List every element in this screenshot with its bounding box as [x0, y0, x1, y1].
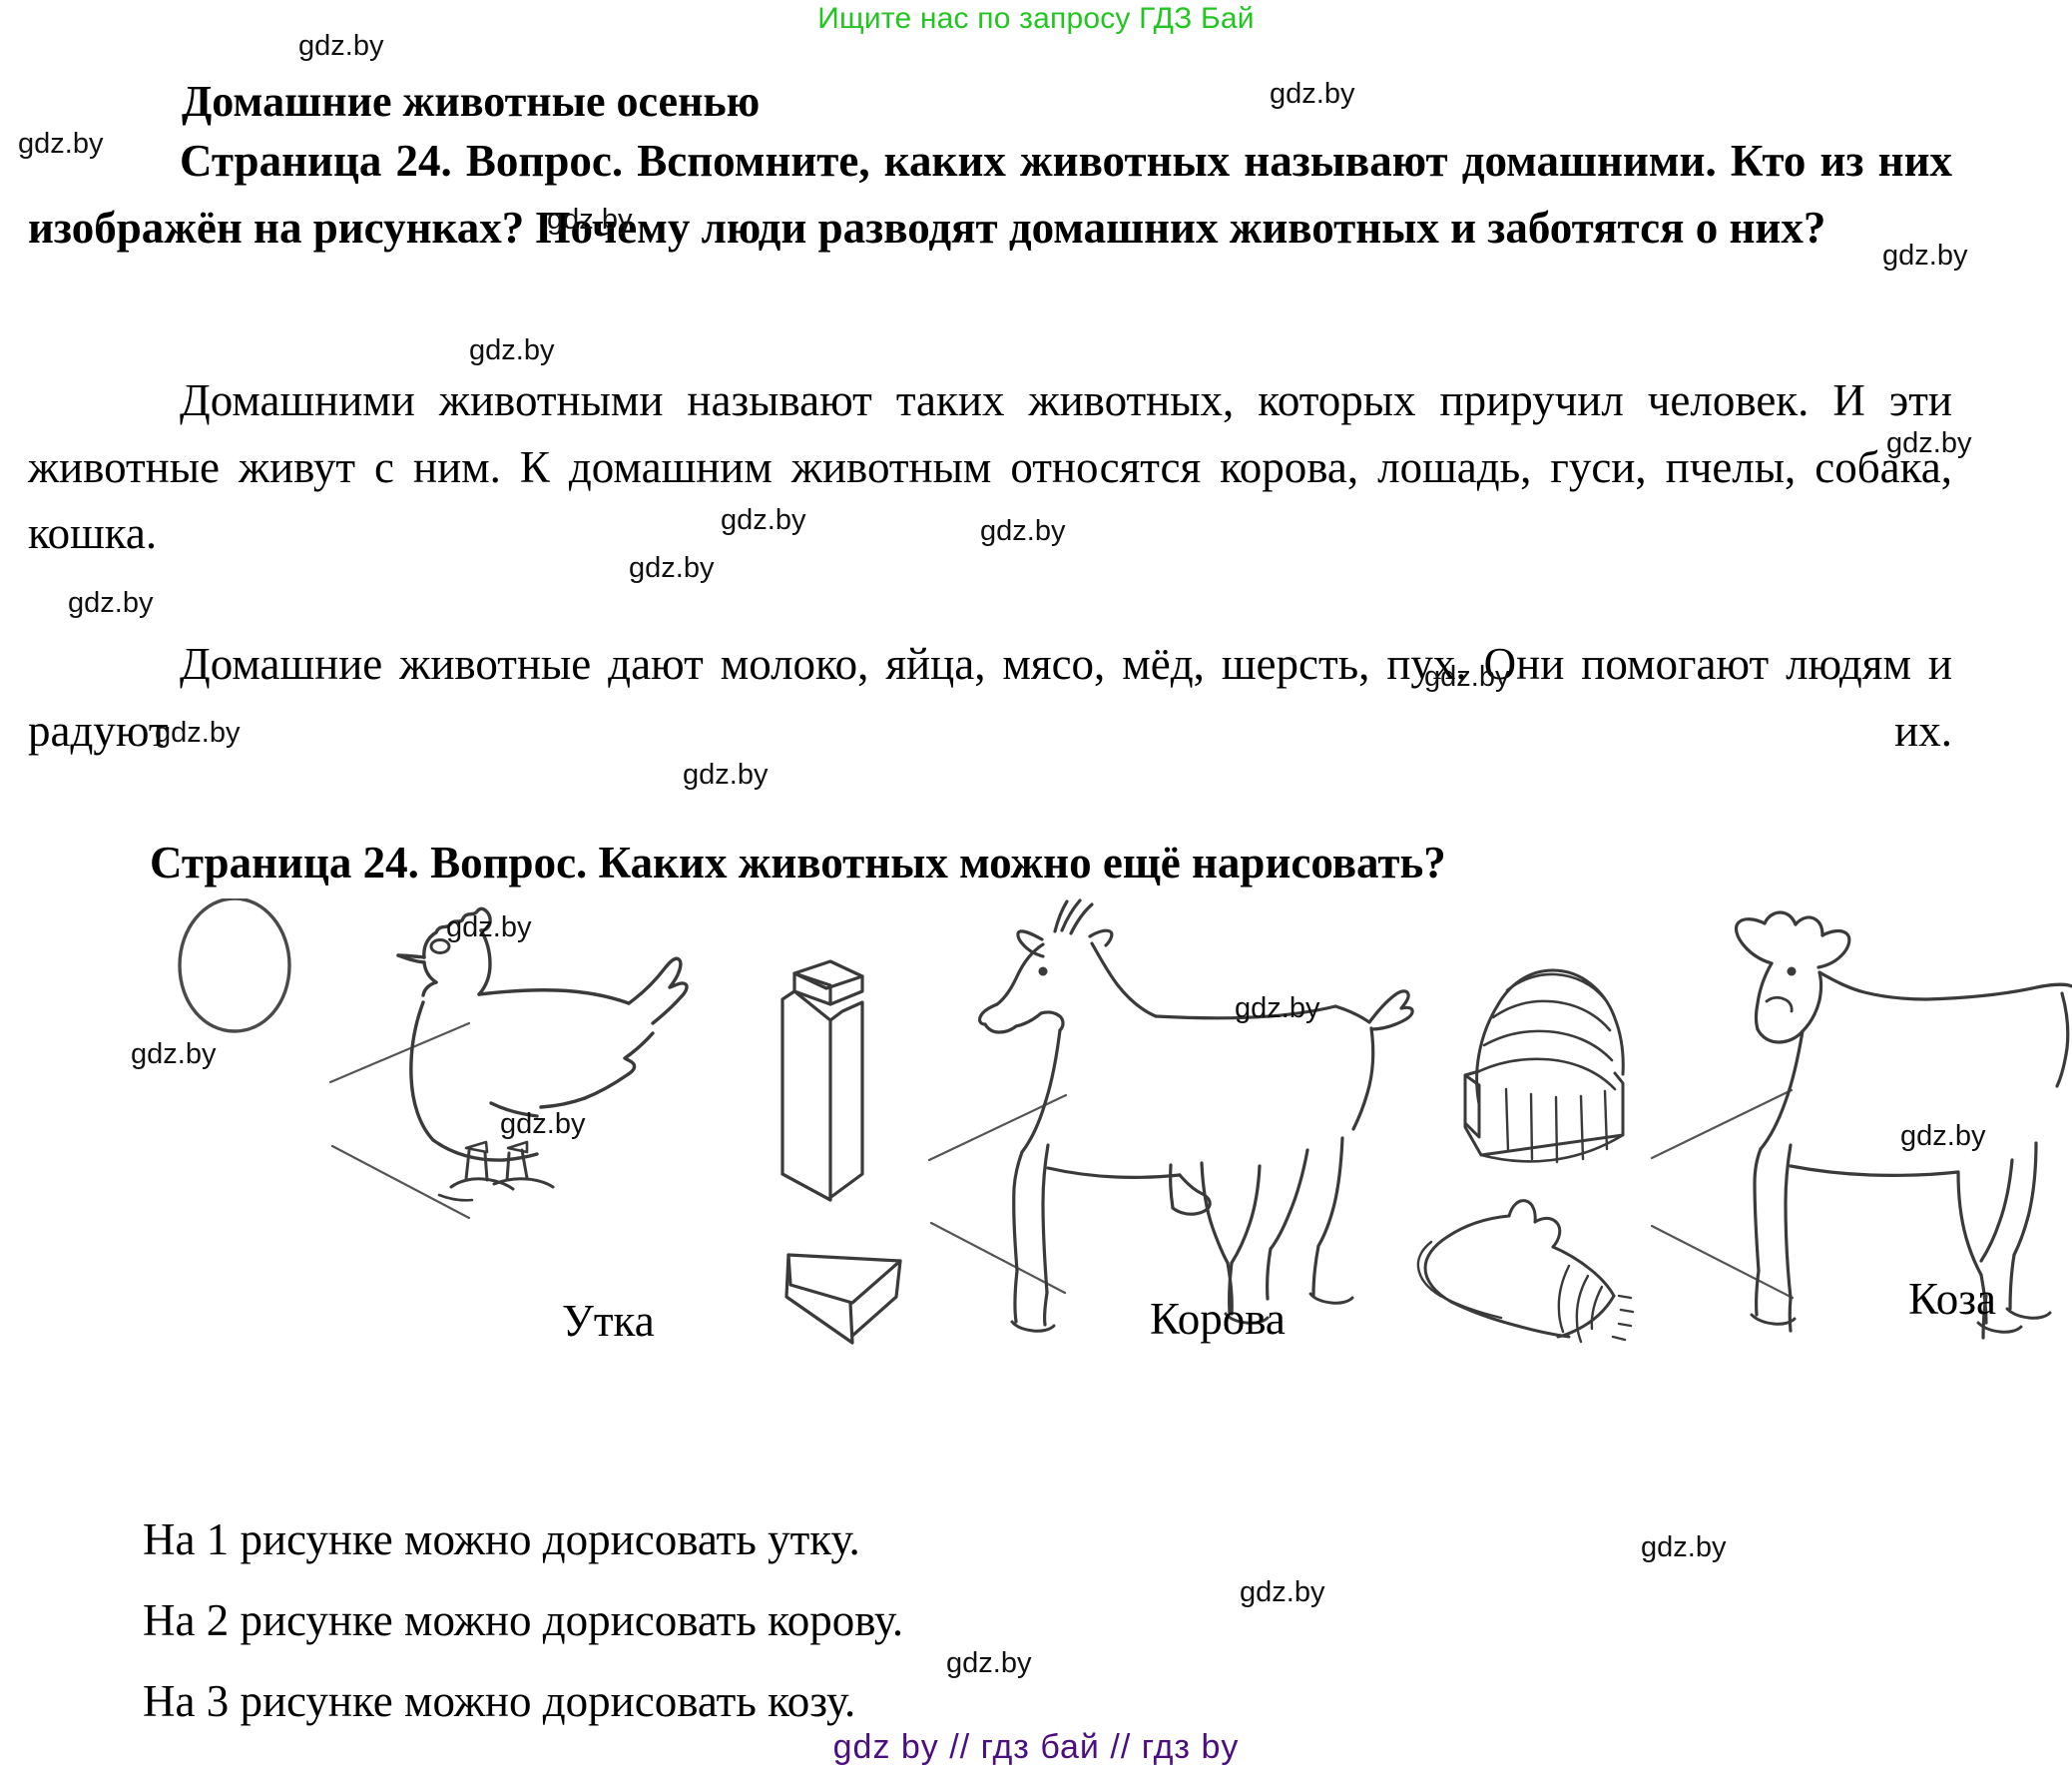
- connector-lines-group-1: [328, 1021, 471, 1220]
- promo-banner: Ищите нас по запросу ГДЗ Бай: [817, 2, 1255, 35]
- goat-icon: [978, 898, 1414, 1333]
- milk-carton-icon: [780, 959, 864, 1202]
- question-heading-2: Страница 24. Вопрос. Каких животных можн…: [150, 838, 1446, 888]
- figure-group-hat-mitten-sheep: [1416, 910, 2072, 1344]
- connector-lines-group-3: [1650, 1088, 1795, 1300]
- page-title: Домашние животные осенью: [182, 77, 761, 126]
- cheese-wedge-icon: [784, 1253, 902, 1345]
- answer-paragraph-2: Домашние животные дают молоко, яйца, мяс…: [28, 639, 1952, 756]
- figure-label-cow: Корова: [1150, 1294, 1286, 1344]
- watermark: gdz.by: [469, 334, 555, 366]
- watermark: gdz.by: [1641, 1531, 1727, 1563]
- answer-line-2: На 2 рисунке можно дорисовать корову.: [143, 1595, 904, 1645]
- watermark: gdz.by: [1240, 1576, 1325, 1608]
- mitten-icon: [1416, 1199, 1635, 1344]
- watermark: gdz.by: [1270, 78, 1355, 110]
- egg-icon: [178, 898, 291, 1033]
- answer-line-3: На 3 рисунке можно дорисовать козу.: [143, 1676, 856, 1726]
- knit-hat-icon: [1463, 968, 1625, 1164]
- question-heading-1: Страница 24. Вопрос. Вспомните, каких жи…: [28, 136, 1952, 253]
- figure-group-egg-hen: [178, 898, 689, 1220]
- hen-icon: [396, 906, 689, 1202]
- sheep-icon: [1734, 910, 2072, 1340]
- figure-group-milk-cheese-goat: [780, 898, 1414, 1345]
- figure-label-duck: Утка: [562, 1296, 655, 1346]
- figure-illustrations: [0, 898, 2072, 1388]
- figure-label-goat: Коза: [1908, 1274, 1997, 1324]
- answer-paragraph-1: Домашними животными называют таких живот…: [28, 375, 1952, 559]
- answer-line-1: На 1 рисунке можно дорисовать утку.: [143, 1514, 860, 1564]
- site-footer: gdz by // гдз бай // гдз by: [832, 1728, 1240, 1766]
- watermark: gdz.by: [946, 1647, 1032, 1679]
